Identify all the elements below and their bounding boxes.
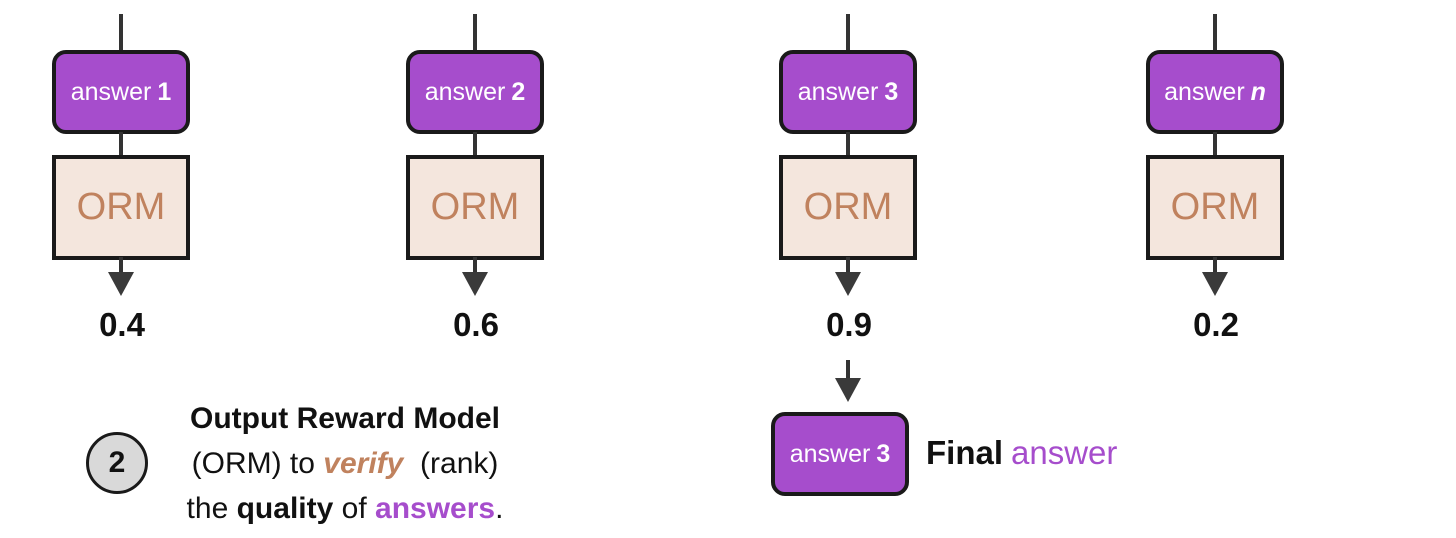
orm-box-2: ORM <box>406 155 544 260</box>
caption-emphasis: quality <box>236 492 334 525</box>
answer-index: 3 <box>884 77 899 106</box>
connector-line <box>473 14 477 52</box>
score-3: 0.9 <box>826 306 872 343</box>
connector-line <box>473 257 477 273</box>
caption-text: the <box>186 492 229 525</box>
answer-label: answer <box>1164 77 1245 106</box>
connector-line <box>119 257 123 273</box>
connector-line <box>473 132 477 158</box>
score-2: 0.6 <box>453 306 499 343</box>
connector-line <box>1213 14 1217 52</box>
caption-colored: answers <box>375 492 496 525</box>
final-connector-line <box>846 360 850 380</box>
answer-index: n <box>1250 77 1266 106</box>
orm-label: ORM <box>76 186 166 228</box>
caption-title: Output Reward Model <box>190 402 500 435</box>
arrow-down-icon <box>462 272 488 296</box>
caption-text: (rank) <box>420 447 499 480</box>
orm-label: ORM <box>430 186 520 228</box>
connector-line <box>1213 132 1217 158</box>
caption-verb: verify <box>323 447 404 480</box>
answer-label: answer <box>424 77 506 106</box>
connector-line <box>846 132 850 158</box>
caption-text: of <box>341 492 367 525</box>
orm-box-1: ORM <box>52 155 190 260</box>
caption-period: . <box>495 492 504 525</box>
answer-label: answer <box>797 77 879 106</box>
final-label-bold: Final <box>926 434 1004 471</box>
connector-line <box>119 14 123 52</box>
caption-line-3: the quality of answers. <box>145 486 545 531</box>
orm-box-n: ORM <box>1146 155 1284 260</box>
final-answer-index: 3 <box>876 439 891 468</box>
answer-index: 2 <box>511 77 526 106</box>
connector-line <box>846 14 850 52</box>
answer-label: answer <box>70 77 152 106</box>
score-n: 0.2 <box>1193 306 1239 343</box>
caption-text: (ORM) to <box>191 447 315 480</box>
connector-line <box>119 132 123 158</box>
caption-line-2: (ORM) to verify (rank) <box>145 441 545 486</box>
step-caption: Output Reward Model (ORM) to verify (ran… <box>145 396 545 531</box>
final-answer-label: answer <box>789 439 871 468</box>
step-number-badge: 2 <box>86 432 148 494</box>
score-1: 0.4 <box>99 306 145 343</box>
orm-label: ORM <box>803 186 893 228</box>
connector-line <box>846 257 850 273</box>
orm-label: ORM <box>1170 186 1260 228</box>
arrow-down-icon <box>108 272 134 296</box>
connector-line <box>1213 257 1217 273</box>
arrow-down-icon <box>835 272 861 296</box>
final-label-colored: answer <box>1011 434 1118 471</box>
arrow-down-icon <box>1202 272 1228 296</box>
answer-index: 1 <box>157 77 172 106</box>
arrow-down-icon <box>835 378 861 402</box>
orm-box-3: ORM <box>779 155 917 260</box>
